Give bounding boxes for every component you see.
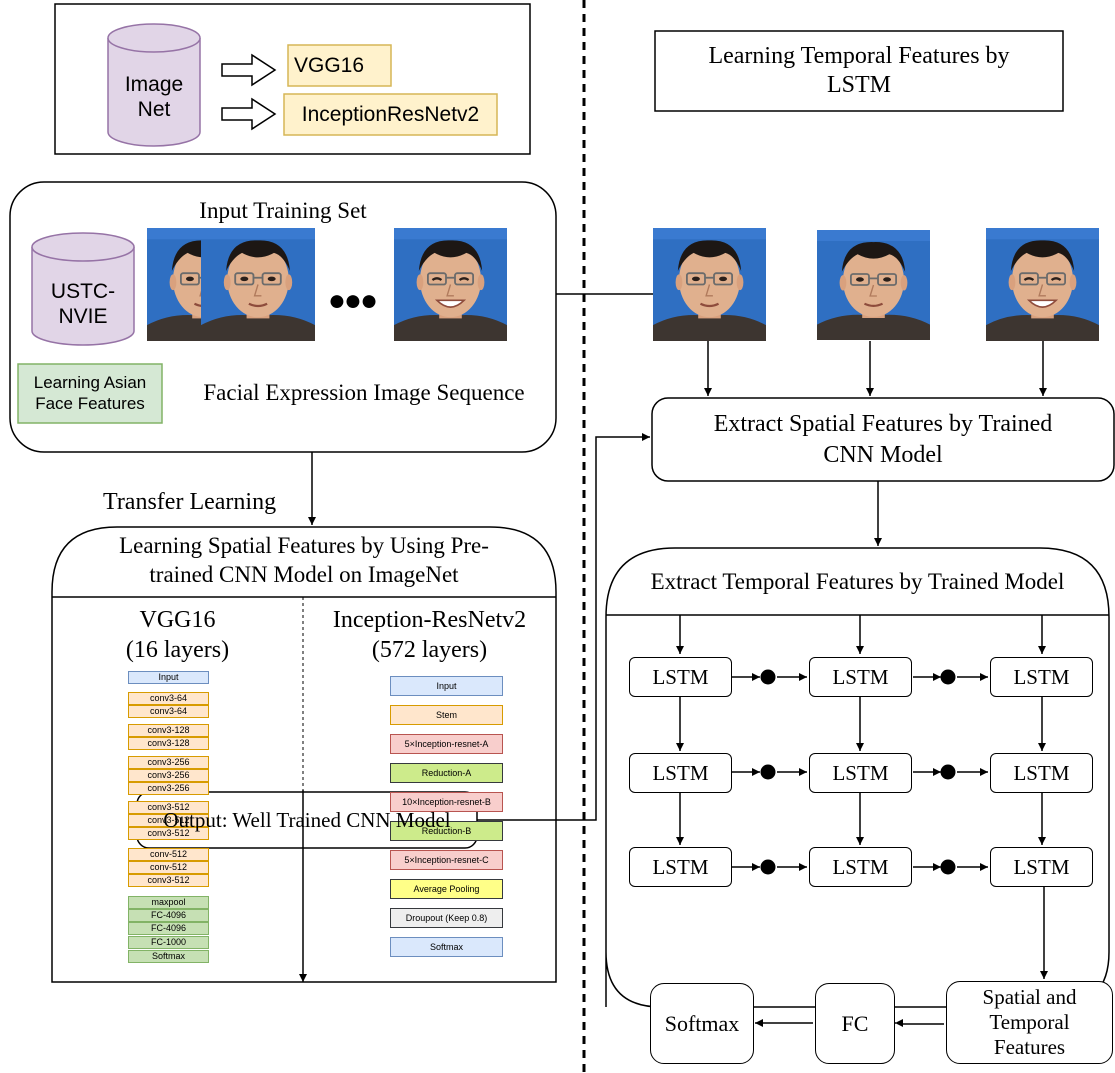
vgg-layer: conv3-128	[128, 724, 209, 737]
hollow-arrow-icon	[221, 53, 277, 87]
vgg16-model-label: VGG16	[294, 54, 365, 77]
vgg-layer: Softmax	[128, 950, 209, 963]
temporal-title-box	[654, 30, 1064, 112]
transfer-learning-label: Transfer Learning	[103, 489, 277, 515]
fc-box: FC	[815, 983, 895, 1064]
lstm-cell: LSTM	[629, 753, 732, 793]
temporal-extract-title: Extract Temporal Features by Trained Mod…	[650, 569, 1065, 594]
inception-model-label: InceptionResNetv2	[301, 103, 480, 126]
inception-layer: Average Pooling	[390, 879, 503, 899]
lstm-cell: LSTM	[629, 657, 732, 697]
vgg-layer: FC-1000	[128, 936, 209, 949]
lstm-cell: LSTM	[990, 753, 1093, 793]
vgg-layer: conv3-512	[128, 814, 209, 827]
inception-layer: Reduction-B	[390, 821, 503, 841]
face-photo-icon	[201, 228, 315, 341]
face-photo-icon	[815, 228, 932, 342]
inception-layer: 5×Inception-resnet-A	[390, 734, 503, 754]
vgg-layer: conv-512	[128, 861, 209, 874]
training-set-title: Input Training Set	[199, 198, 367, 223]
vgg-layer: conv3-256	[128, 756, 209, 769]
vgg-layer: Input	[128, 671, 209, 684]
inception-layer: Reduction-A	[390, 763, 503, 783]
vgg-layer: conv3-512	[128, 801, 209, 814]
pretrained-title: Learning Spatial Features by Using Pre-t…	[119, 533, 489, 587]
vgg-layer: conv-512	[128, 848, 209, 861]
inception-model-box	[283, 93, 498, 136]
vgg-layer: conv3-128	[128, 737, 209, 750]
database-cylinder-icon	[107, 23, 201, 147]
asian-features-box	[17, 363, 163, 424]
lstm-cell: LSTM	[809, 847, 912, 887]
vgg-layer: maxpool	[128, 896, 209, 909]
inception-layer: Input	[390, 676, 503, 696]
vgg-layer: conv3-64	[128, 692, 209, 705]
face-photo-icon	[984, 226, 1101, 343]
sequence-ellipsis: ●●●	[327, 284, 378, 317]
vgg16-model-box	[287, 44, 392, 87]
inception-layer: 10×Inception-resnet-B	[390, 792, 503, 812]
inception-layer: Softmax	[390, 937, 503, 957]
vgg-layer: conv3-512	[128, 874, 209, 887]
inception-column-title: Inception-ResNetv2(572 layers)	[332, 607, 527, 663]
lstm-cell: LSTM	[809, 657, 912, 697]
vgg-layer: conv3-256	[128, 782, 209, 795]
lstm-cell: LSTM	[990, 657, 1093, 697]
lstm-cell: LSTM	[990, 847, 1093, 887]
sequence-caption: Facial Expression Image Sequence	[203, 380, 525, 405]
vgg-layer: conv3-256	[128, 769, 209, 782]
softmax-box: Softmax	[650, 983, 754, 1064]
ustc-db-label: USTC-NVIE	[50, 280, 116, 329]
vgg-layer: FC-4096	[128, 909, 209, 922]
face-photo-icon	[651, 226, 768, 343]
extract-spatial-box	[651, 397, 1115, 482]
lstm-cell: LSTM	[629, 847, 732, 887]
lstm-cell: LSTM	[809, 753, 912, 793]
lstm-chain-links	[732, 669, 988, 875]
output-model-label: Output: Well Trained CNN Model	[163, 808, 451, 832]
hollow-arrow-icon	[221, 97, 277, 131]
database-cylinder-icon	[31, 232, 135, 346]
vgg-layer: conv3-512	[128, 827, 209, 840]
face-photo-icon	[394, 228, 507, 341]
imagenet-panel	[54, 3, 531, 155]
vgg-column-title: VGG16(16 layers)	[125, 607, 230, 663]
vgg-layer: conv3-64	[128, 705, 209, 718]
inception-layer: Droupout (Keep 0.8)	[390, 908, 503, 928]
vgg-layer: FC-4096	[128, 922, 209, 935]
inception-layer: 5×Inception-resnet-C	[390, 850, 503, 870]
inception-layer: Stem	[390, 705, 503, 725]
